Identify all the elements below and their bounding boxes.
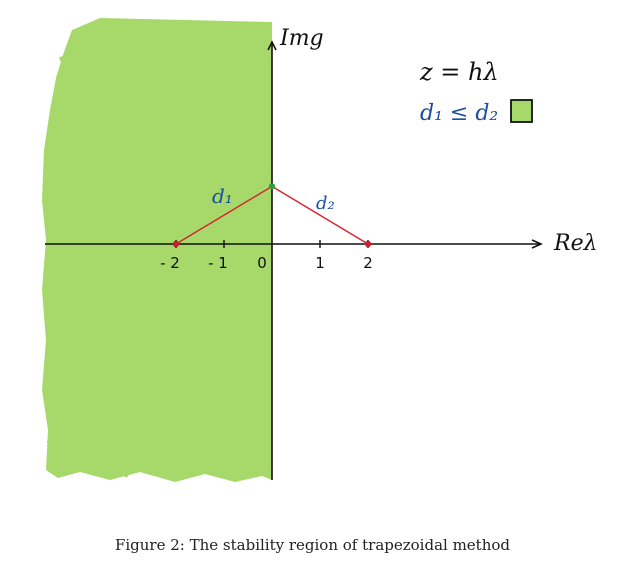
condition-label: d₁ ≤ d₂ [420,101,498,126]
segment-d2-label: d₂ [316,193,335,214]
segment-d1 [175,185,273,245]
real-axis-arrow [531,239,543,249]
equation-label: z = hλ [419,58,499,86]
point-imag [268,183,276,190]
tick-label: 0 [257,254,267,272]
figure-caption: Figure 2: The stability region of trapez… [114,536,511,554]
point-minus-two [172,240,180,248]
tick-label: - 2 [160,254,180,272]
point-two [364,240,372,248]
tick-label: 2 [363,254,373,272]
tick-label: - 1 [208,254,228,272]
legend-swatch [510,99,533,123]
tick-label: 1 [315,254,325,272]
stability-region-edge [46,45,269,480]
stability-region [42,18,272,482]
real-axis-label: Reλ [553,231,598,256]
segment-d2 [271,185,369,245]
segment-d1-label: d₁ [212,184,233,208]
point-group [172,183,372,248]
imaginary-axis-arrow [267,40,277,51]
imaginary-axis-label: Img [279,26,324,51]
